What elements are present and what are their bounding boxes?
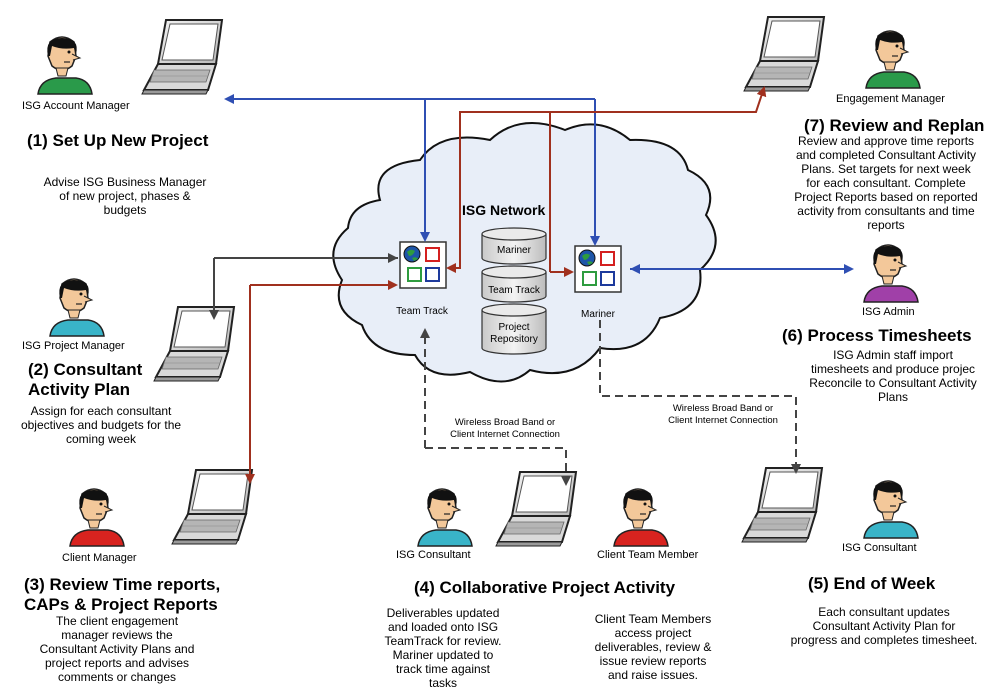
step-2-title: (2) Consultant Activity Plan bbox=[28, 360, 143, 399]
connection-label-left: Wireless Broad Band or Client Internet C… bbox=[450, 417, 560, 440]
laptop-client-manager-icon bbox=[171, 469, 253, 545]
step-4-description-right: Client Team Members access project deliv… bbox=[594, 612, 712, 682]
step-7-description: Review and approve time reports and comp… bbox=[794, 134, 978, 232]
laptop-project-manager-icon bbox=[153, 306, 235, 382]
role-consultant-5: ISG Consultant bbox=[842, 542, 917, 554]
role-client-team-member: Client Team Member bbox=[597, 549, 699, 561]
step-2-description: Assign for each consultant objectives an… bbox=[20, 404, 182, 446]
laptop-collaboration-icon bbox=[495, 471, 577, 547]
step-1-description: Advise ISG Business Manager of new proje… bbox=[43, 175, 207, 217]
step-4-description-left: Deliverables updated and loaded onto ISG… bbox=[384, 606, 502, 690]
teamtrack-label: Team Track bbox=[396, 306, 448, 317]
step-5-description: Each consultant updates Consultant Activ… bbox=[790, 605, 978, 647]
gray-connectors bbox=[209, 253, 398, 320]
person-account-manager-icon bbox=[37, 36, 93, 95]
step-3-description: The client engagement manager reviews th… bbox=[39, 614, 195, 684]
mariner-server-icon[interactable] bbox=[574, 245, 622, 293]
blue-connectors bbox=[224, 94, 854, 274]
person-project-manager-icon bbox=[49, 278, 105, 337]
db-teamtrack-label: Team Track bbox=[488, 285, 540, 296]
person-admin-icon bbox=[863, 244, 919, 303]
role-engagement-manager: Engagement Manager bbox=[836, 93, 945, 105]
laptop-end-of-week-icon bbox=[741, 467, 823, 543]
person-engagement-manager-icon bbox=[865, 30, 921, 89]
role-client-manager: Client Manager bbox=[62, 552, 137, 564]
laptop-engagement-manager-icon bbox=[743, 16, 825, 92]
person-consultant-5-icon bbox=[863, 480, 919, 539]
network-title: ISG Network bbox=[462, 202, 546, 218]
connection-label-right: Wireless Broad Band or Client Internet C… bbox=[668, 403, 778, 426]
step-5-title: (5) End of Week bbox=[808, 574, 936, 593]
person-client-team-member-icon bbox=[613, 488, 669, 547]
role-admin: ISG Admin bbox=[862, 306, 915, 318]
person-client-manager-icon bbox=[69, 488, 125, 547]
laptop-account-manager-icon bbox=[141, 19, 223, 95]
role-account-manager: ISG Account Manager bbox=[22, 100, 130, 112]
teamtrack-server-icon[interactable] bbox=[399, 241, 447, 289]
role-consultant-4: ISG Consultant bbox=[396, 549, 471, 561]
db-repository-label: Project Repository bbox=[490, 322, 538, 345]
db-mariner-label: Mariner bbox=[497, 245, 531, 256]
step-7-title: (7) Review and Replan bbox=[804, 116, 985, 135]
step-3-title: (3) Review Time reports, CAPs & Project … bbox=[24, 575, 221, 614]
red-connectors bbox=[245, 86, 767, 484]
person-consultant-4-icon bbox=[417, 488, 473, 547]
step-6-description: ISG Admin staff import timesheets and pr… bbox=[809, 348, 977, 404]
step-4-title: (4) Collaborative Project Activity bbox=[414, 578, 676, 597]
role-project-manager: ISG Project Manager bbox=[22, 340, 125, 352]
step-1-title: (1) Set Up New Project bbox=[27, 131, 209, 150]
dashed-connectors bbox=[420, 320, 801, 486]
step-6-title: (6) Process Timesheets bbox=[782, 326, 972, 345]
mariner-label: Mariner bbox=[581, 309, 615, 320]
